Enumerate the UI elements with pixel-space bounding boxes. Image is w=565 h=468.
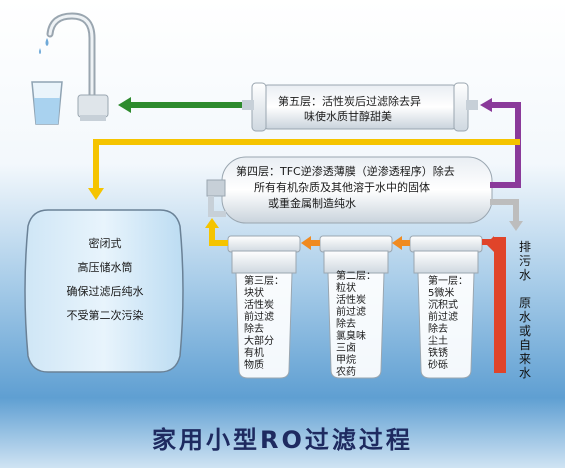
storage-tank bbox=[24, 209, 184, 373]
drain-arrow bbox=[490, 199, 523, 231]
arrow-to-tank bbox=[88, 139, 520, 200]
stage2-cartridge bbox=[319, 235, 393, 379]
page-title: 家用小型RO过滤过程 bbox=[152, 426, 413, 454]
stage1-cartridge bbox=[409, 235, 483, 379]
stage4-text-line3: 或重金属制造纯水 bbox=[268, 197, 356, 210]
stage4-text-line2: 所有有机杂质及其他溶于水中的固体 bbox=[254, 181, 430, 194]
stage3-cartridge bbox=[227, 235, 301, 379]
water-glass-icon bbox=[31, 81, 63, 125]
stage2-text: 第二层：粒状活性炭前过滤除去氯臭味三卤甲烷农药 bbox=[336, 271, 376, 378]
arrow-stage1-to-stage2 bbox=[392, 236, 410, 250]
arrow-stage3-to-stage4 bbox=[205, 218, 228, 246]
stage4-membrane bbox=[206, 156, 493, 224]
inlet-arrow bbox=[482, 236, 506, 373]
stage5-cartridge bbox=[242, 82, 478, 132]
arrow-stage2-to-stage3 bbox=[301, 236, 320, 250]
stage5-text-line1: 第五层：活性炭后过滤除去异 bbox=[278, 95, 421, 108]
stage3-text: 第三层：块状活性炭前过滤除去大部分有机物质 bbox=[244, 276, 284, 371]
stage4-text-line1: 第四层：TFC逆渗透薄膜（逆渗透程序）除去 bbox=[236, 165, 455, 178]
drain-label: 排污水 bbox=[518, 240, 531, 282]
faucet-icon bbox=[39, 12, 109, 121]
source-label: 原水或自来水 bbox=[518, 296, 531, 380]
stage5-text-line2: 味使水质甘醇甜美 bbox=[304, 110, 392, 123]
arrow-stage5-to-faucet bbox=[118, 97, 242, 113]
tank-text: 密闭式高压储水筒确保过滤后纯水不受第二次污染 bbox=[66, 237, 144, 322]
stage1-text: 第一层：5微米沉积式前过滤除去尘土铁锈砂砾 bbox=[428, 276, 468, 371]
